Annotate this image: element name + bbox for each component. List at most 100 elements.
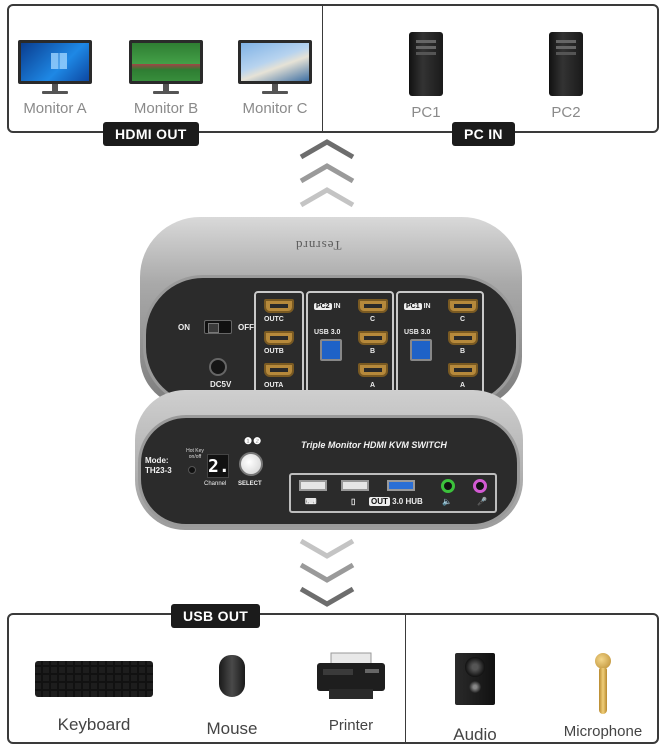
- pc2-in-ports: PC2 IN C USB 3.0 B A: [306, 291, 394, 401]
- usb30-label: USB 3.0: [404, 329, 431, 336]
- pc-tower-icon: [409, 32, 443, 96]
- out-b-label: OUTB: [264, 348, 284, 355]
- printer: Printer: [311, 651, 391, 734]
- channel-display: 2.: [207, 454, 230, 478]
- speaker-icon: 🔈: [442, 497, 452, 506]
- hdmi-port: [358, 299, 388, 313]
- hdmi-out-ports: OUTC OUTB OUTA: [254, 291, 304, 401]
- keyboard-label: Keyboard: [57, 715, 131, 734]
- pc1-label: PC1: [411, 104, 441, 121]
- hdmi-port: [264, 363, 294, 377]
- hdmi-out-tag: HDMI OUT: [103, 122, 199, 146]
- kvm-rear-panel: Tesrnrd ON OFF DC5V OUTC OUTB OUTA PC2 I…: [140, 217, 522, 407]
- dc-power-jack: [209, 358, 227, 376]
- pc2: PC2: [541, 32, 591, 121]
- audio-jack: [441, 479, 455, 493]
- monitor-b: Monitor B: [121, 40, 211, 117]
- monitor-c-label: Monitor C: [242, 100, 308, 117]
- port-c-label: C: [370, 316, 376, 323]
- switch-off-label: OFF: [238, 323, 254, 332]
- hdmi-port: [358, 363, 388, 377]
- usb3-port: [410, 339, 432, 361]
- monitor-a: Monitor A: [15, 40, 95, 117]
- port-a-label: A: [370, 382, 376, 389]
- pc1: PC1: [401, 32, 451, 121]
- monitor-a-label: Monitor A: [23, 100, 87, 117]
- hdmi-port: [448, 299, 478, 313]
- source-devices-panel: Monitor A Monitor B Monitor C PC1 PC2: [7, 4, 659, 133]
- panel-divider: [405, 615, 406, 742]
- brand-logo: Tesrnrd: [295, 238, 342, 253]
- channel-label: Channel: [204, 481, 227, 487]
- pc1-in-text: IN: [423, 303, 431, 310]
- hotkey-label: Hot Key on/off: [186, 448, 204, 460]
- out-c-label: OUTC: [264, 316, 284, 323]
- usb30-label: USB 3.0: [314, 329, 341, 336]
- hdmi-port: [264, 299, 294, 313]
- select-button[interactable]: [239, 452, 263, 476]
- pc1-chip: PC1: [404, 303, 422, 310]
- peripherals-panel: Keyboard Mouse Printer Audio Microphone: [7, 613, 659, 744]
- port-a-label: A: [460, 382, 466, 389]
- microphone: Microphone: [555, 653, 651, 740]
- usb-port: [299, 480, 327, 491]
- monitor-icon: [18, 40, 92, 94]
- chevron-down-icon: [299, 586, 355, 607]
- usb3-port: [387, 480, 415, 491]
- power-switch[interactable]: [204, 320, 232, 334]
- usb-port: [341, 480, 369, 491]
- mouse: Mouse: [197, 655, 267, 739]
- monitor-b-label: Monitor B: [133, 100, 199, 117]
- usb-out-tag: USB OUT: [171, 604, 261, 628]
- mouse-icon: ▯: [351, 497, 356, 506]
- keyboard-icon: [35, 661, 153, 697]
- pc2-in-text: IN: [333, 303, 341, 310]
- printer-icon: [317, 652, 385, 699]
- panel-divider: [322, 6, 323, 131]
- hdmi-port: [358, 331, 388, 345]
- pc-numbers: ❶❷: [244, 436, 263, 446]
- product-name: Triple Monitor HDMI KVM SWITCH: [301, 440, 447, 450]
- microphone-icon: [595, 653, 611, 715]
- hdmi-port: [448, 363, 478, 377]
- keyboard-icon: ⌨: [305, 497, 317, 506]
- usb3-port: [320, 339, 342, 361]
- out-chip: OUT: [369, 497, 390, 506]
- port-b-label: B: [460, 348, 466, 355]
- audio: Audio: [437, 653, 513, 745]
- chevron-down-icon: [299, 538, 355, 559]
- port-c-label: C: [460, 316, 466, 323]
- speaker-icon: [455, 653, 495, 705]
- dc-label: DC5V: [210, 380, 232, 389]
- chevron-up-icon: [299, 163, 355, 184]
- kvm-front-panel: Triple Monitor HDMI KVM SWITCH Mode: TH2…: [135, 390, 523, 530]
- pc1-in-ports: PC1 IN C USB 3.0 B A: [396, 291, 484, 401]
- switch-on-label: ON: [178, 323, 190, 332]
- power-switch-area: ON OFF DC5V: [176, 318, 256, 389]
- monitor-c: Monitor C: [229, 40, 321, 117]
- hub-label: 3.0 HUB: [392, 497, 423, 506]
- port-b-label: B: [370, 348, 376, 355]
- pc-in-tag: PC IN: [452, 122, 515, 146]
- model-label: Mode: TH23-3: [145, 456, 172, 475]
- chevron-down-icon: [299, 562, 355, 583]
- out-a-label: OUTA: [264, 382, 284, 389]
- monitor-icon: [238, 40, 312, 94]
- audio-label: Audio: [453, 725, 497, 744]
- pc2-label: PC2: [551, 104, 581, 121]
- microphone-label: Microphone: [563, 723, 643, 740]
- hotkey-button[interactable]: [188, 466, 196, 474]
- chevron-up-icon: [299, 139, 355, 160]
- chevron-up-icon: [299, 187, 355, 208]
- mouse-label: Mouse: [206, 719, 258, 738]
- select-label: SELECT: [238, 481, 262, 487]
- printer-label: Printer: [328, 717, 374, 734]
- pc2-chip: PC2: [314, 303, 332, 310]
- usb-hub-ports: ⌨ ▯ OUT 3.0 HUB 🔈 🎤: [289, 473, 497, 513]
- microphone-icon: 🎤: [477, 497, 487, 506]
- mouse-icon: [219, 655, 245, 697]
- mic-jack: [473, 479, 487, 493]
- monitor-icon: [129, 40, 203, 94]
- hdmi-port: [264, 331, 294, 345]
- pc-tower-icon: [549, 32, 583, 96]
